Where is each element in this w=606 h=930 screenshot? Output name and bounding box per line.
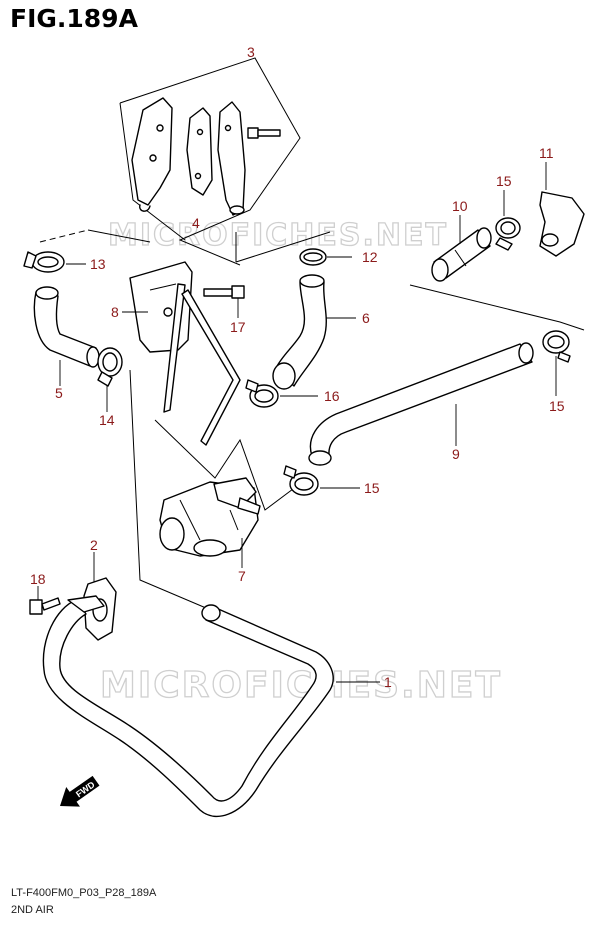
- callout-14: 14: [99, 412, 115, 428]
- clamp-14: [97, 347, 123, 387]
- hidden-line-valve: [154, 419, 306, 511]
- hidden-line-vertical: [129, 369, 207, 609]
- callout-12: 12: [362, 249, 378, 265]
- bolt-18: [29, 597, 61, 615]
- air-pipe: [163, 283, 241, 446]
- callout-9: 9: [452, 446, 460, 462]
- callout-8: 8: [111, 304, 119, 320]
- assembly-outline-3: [119, 57, 301, 266]
- hose-elbow-5: [33, 286, 100, 368]
- hose-6: [272, 274, 327, 390]
- hidden-line-13: [39, 229, 89, 243]
- clamp-15-mid: [283, 465, 319, 496]
- reed-valve-cover: [131, 97, 173, 212]
- hose-9: [308, 342, 534, 466]
- cap-11: [539, 191, 585, 257]
- callout-17: 17: [230, 319, 246, 335]
- reed-valve-bolt: [247, 127, 281, 139]
- clamp-13: [23, 251, 65, 273]
- bolt-17: [203, 285, 245, 299]
- figure-title: FIG.189A: [10, 4, 138, 33]
- callout-10: 10: [452, 198, 468, 214]
- hidden-line-right: [409, 284, 585, 331]
- air-valve-7: [159, 477, 261, 557]
- callout-15: 15: [496, 173, 512, 189]
- callout-7: 7: [238, 568, 246, 584]
- callout-3: 3: [247, 44, 255, 60]
- callout-5: 5: [55, 385, 63, 401]
- watermark-bottom: MICROFICHES.NET: [100, 665, 502, 706]
- callout-4: 4: [192, 215, 200, 231]
- reed-valve-plate: [186, 107, 213, 196]
- figure-name: 2ND AIR: [11, 904, 54, 916]
- pipe-fitting-10: [431, 227, 492, 282]
- clamp-12: [299, 248, 327, 266]
- callout-6: 6: [362, 310, 370, 326]
- watermark-top: MICROFICHES.NET: [108, 218, 448, 253]
- figure-code: LT-F400FM0_P03_P28_189A: [11, 887, 157, 899]
- callout-18: 18: [30, 571, 46, 587]
- hidden-line-13b: [87, 229, 151, 243]
- callout-16: 16: [324, 388, 340, 404]
- callout-2: 2: [90, 537, 98, 553]
- pipe-1: [42, 595, 334, 818]
- reed-valve-case: [217, 101, 246, 216]
- callout-1: 1: [384, 674, 392, 690]
- callout-11: 11: [539, 145, 554, 161]
- clamp-15-upper: [495, 217, 521, 251]
- callout-15: 15: [549, 398, 565, 414]
- callout-13: 13: [90, 256, 106, 272]
- assembly-outline-3b: [119, 102, 186, 241]
- fwd-arrow-icon: FWD: [60, 775, 100, 807]
- clamp-15-right: [542, 330, 571, 363]
- clamp-16: [245, 379, 279, 408]
- callout-15: 15: [364, 480, 380, 496]
- assembly-outline-3d: [235, 231, 331, 263]
